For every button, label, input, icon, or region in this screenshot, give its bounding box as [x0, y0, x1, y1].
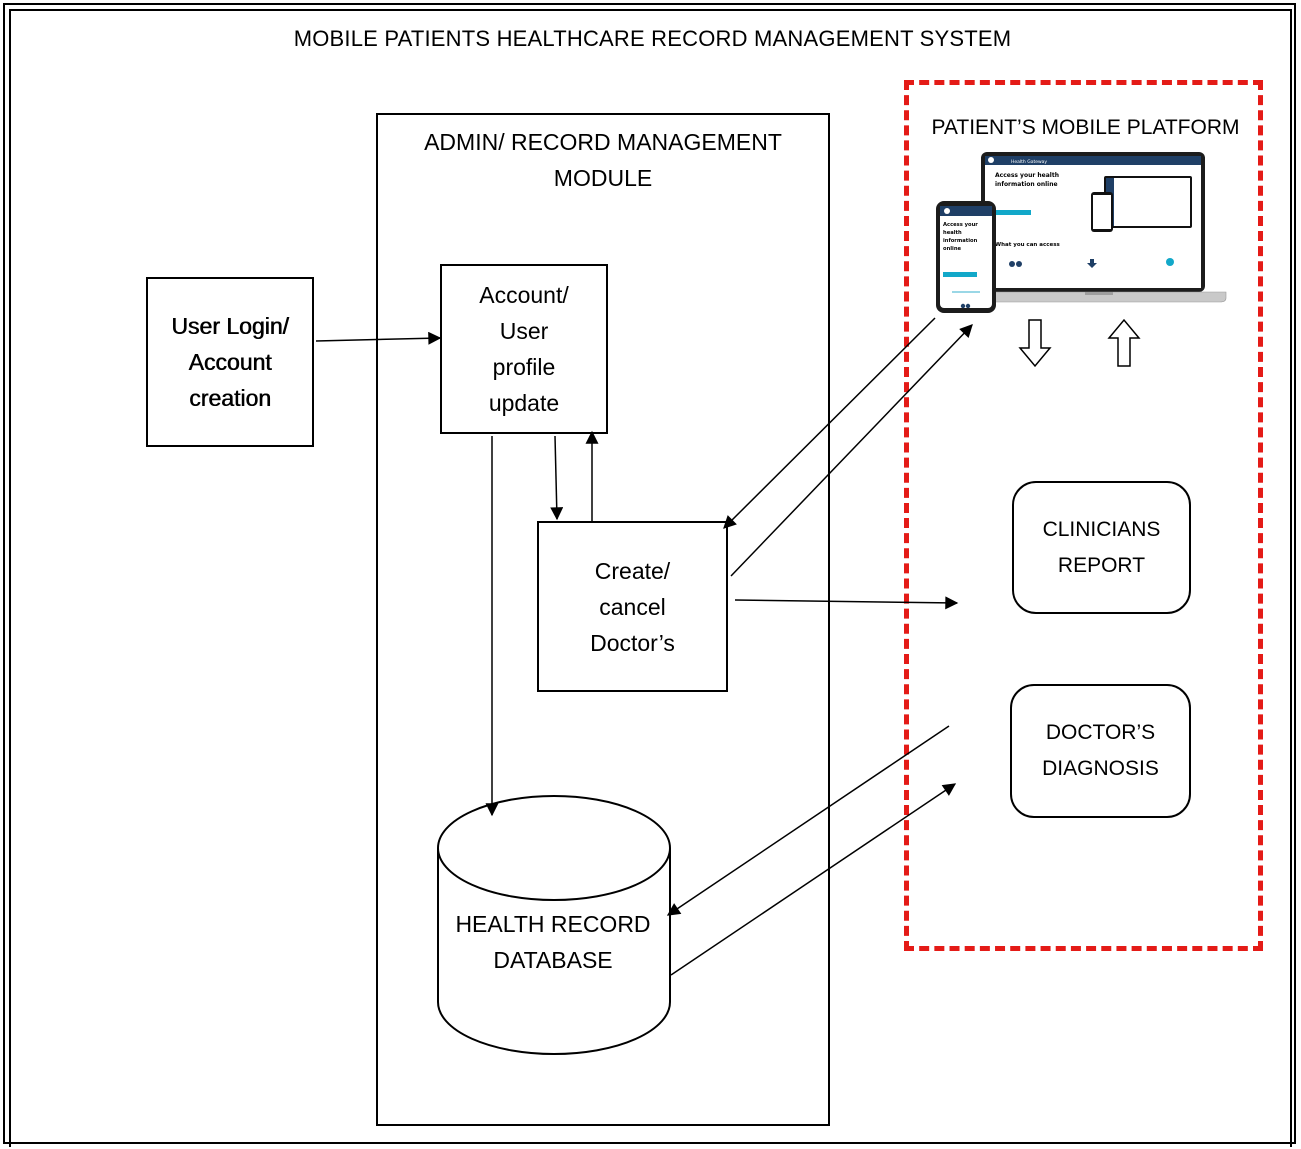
- account-update-box: Account/ User profile update: [440, 264, 608, 434]
- doctors-diagnosis-line-1: DOCTOR’S: [1045, 721, 1156, 744]
- account-update-line-4: update: [488, 390, 560, 416]
- laptop-cta-button: [995, 210, 1031, 215]
- create-cancel-line-3: Doctor’s: [590, 629, 675, 656]
- phone-header-bar: [940, 206, 992, 216]
- clinicians-report-box: CLINICIANS REPORT: [1012, 481, 1191, 614]
- create-cancel-line-1: Create/: [594, 557, 671, 584]
- arrow-mobile-to-create: [723, 317, 936, 529]
- laptop-headline-line-1: Access your health: [995, 172, 1059, 179]
- phone-cta-button: [943, 272, 977, 277]
- mobile-platform-title: PATIENT’S MOBILE PLATFORM: [931, 116, 1240, 139]
- diagram-title: MOBILE PATIENTS HEALTHCARE RECORD MANAGE…: [293, 26, 1012, 51]
- arrow-login-to-account: [315, 331, 442, 345]
- arrow-create-to-clinicians: [734, 596, 959, 610]
- laptop-preview-screen: [1106, 178, 1190, 226]
- phone-section-bar: [952, 291, 980, 293]
- upload-icon: [1087, 259, 1097, 268]
- account-update-line-2: User: [499, 318, 549, 344]
- inner-frame: [9, 9, 1292, 1147]
- arrow-diagnosis-to-database: [666, 725, 950, 916]
- doctors-diagnosis-line-2: DIAGNOSIS: [1042, 757, 1159, 780]
- user-login-line-3: creation: [189, 385, 271, 411]
- phone-headline-line-2: health: [943, 230, 962, 236]
- admin-module-container: [376, 113, 830, 1126]
- phone-pills-icon-2: [965, 303, 971, 309]
- laptop-notch: [1085, 292, 1113, 295]
- down-block-arrow-icon: [1018, 319, 1052, 368]
- laptop-header-bar: [985, 156, 1201, 165]
- phone-screen: [940, 206, 992, 308]
- user-login-line-1: User Login/: [171, 313, 289, 339]
- user-login-line-2: Account: [188, 349, 272, 375]
- laptop-logo-icon: [988, 157, 994, 163]
- create-cancel-box: Create/ cancel Doctor’s: [537, 521, 728, 692]
- laptop-preview-phone-screen: [1093, 195, 1111, 229]
- laptop-section-label: What you can access: [995, 242, 1060, 248]
- admin-module-title: ADMIN/ RECORD MANAGEMENT MODULE: [378, 124, 828, 196]
- clinicians-report-line-2: REPORT: [1057, 553, 1146, 577]
- phone-logo-icon: [944, 208, 950, 214]
- phone-headline-line-1: Access your: [943, 222, 978, 228]
- create-cancel-line-2: cancel: [599, 593, 666, 620]
- outer-frame: [3, 3, 1296, 1144]
- doctors-diagnosis-box: DOCTOR’S DIAGNOSIS: [1010, 684, 1191, 818]
- phone-headline-line-4: online: [943, 246, 962, 252]
- clinicians-report-line-1: CLINICIANS: [1042, 517, 1161, 541]
- account-update-line-1: Account/: [479, 282, 569, 308]
- mobile-devices-illustration: Health Gateway Access your health inform…: [936, 152, 1227, 313]
- check-icon: [1166, 258, 1174, 266]
- laptop-headline-line-2: information online: [995, 181, 1058, 188]
- pills-icon-2: [1016, 261, 1022, 267]
- admin-title-line-1: ADMIN/ RECORD MANAGEMENT: [424, 129, 782, 155]
- user-login-box: User Login/ Account creation: [146, 277, 314, 447]
- up-block-arrow-icon: [1107, 318, 1141, 367]
- account-update-line-3: profile: [492, 354, 556, 380]
- pills-icon: [1009, 261, 1015, 267]
- arrow-create-to-mobile: [730, 324, 973, 577]
- database-label-line-2: DATABASE: [493, 947, 612, 973]
- laptop-header-text: Health Gateway: [1011, 159, 1047, 165]
- phone-headline-line-3: information: [943, 238, 978, 244]
- health-record-database: HEALTH RECORD DATABASE: [437, 795, 671, 1055]
- admin-title-line-2: MODULE: [553, 165, 653, 191]
- database-label-line-1: HEALTH RECORD: [455, 911, 650, 937]
- arrow-database-to-diagnosis: [670, 783, 957, 976]
- arrow-account-to-create: [550, 435, 564, 521]
- mobile-platform-zone: [904, 80, 1263, 951]
- phone-pills-icon: [960, 303, 966, 309]
